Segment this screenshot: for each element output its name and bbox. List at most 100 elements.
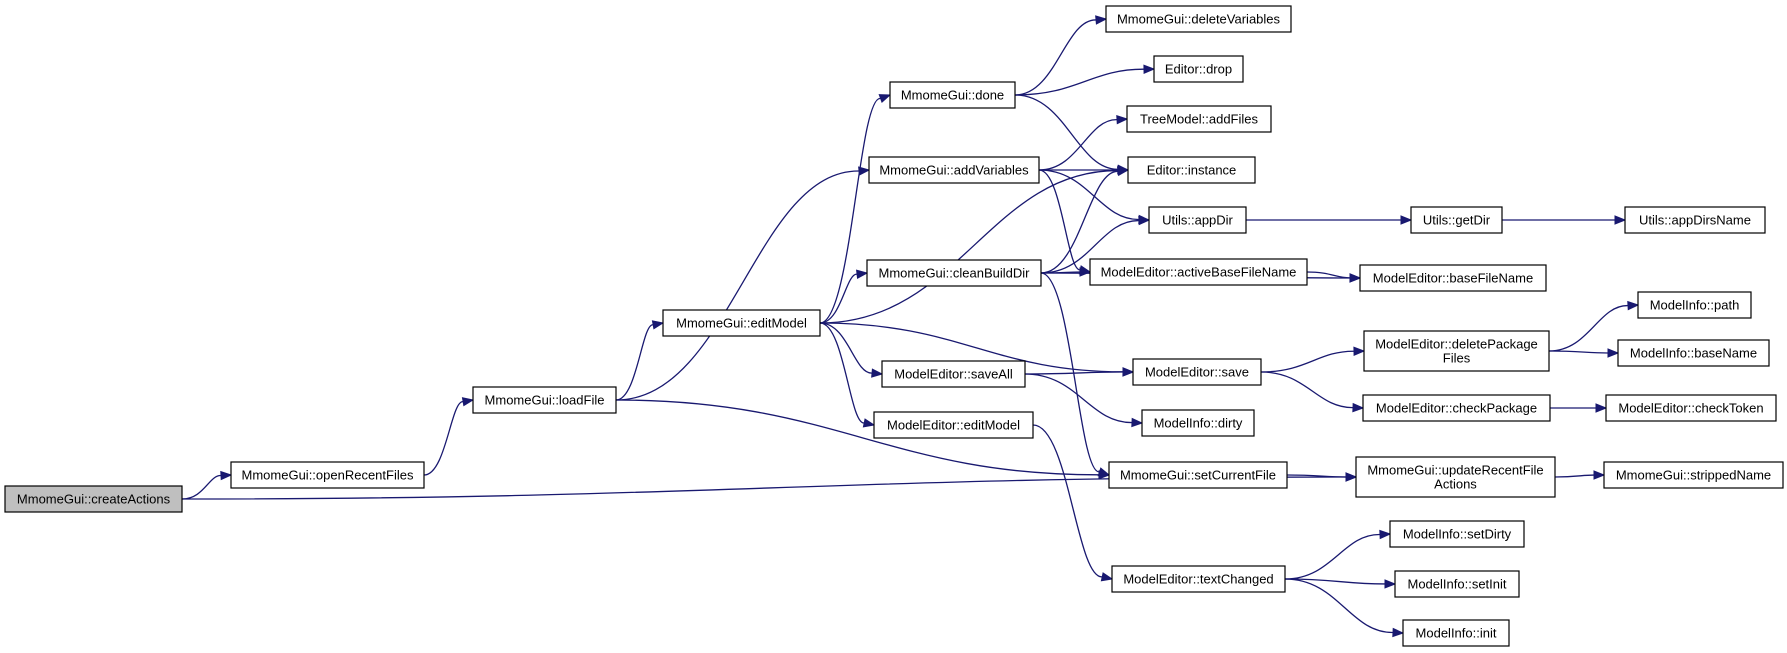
node-dirty[interactable]: ModelInfo::dirty (1141, 409, 1255, 437)
node-box (1624, 206, 1766, 234)
node-label: ModelEditor::baseFileName (1373, 271, 1533, 286)
node-set-dirty[interactable]: ModelInfo::setDirty (1389, 520, 1525, 548)
arrowhead-icon (1595, 403, 1608, 413)
node-path[interactable]: ModelInfo::path (1637, 291, 1752, 319)
arrowhead-icon (862, 418, 876, 428)
node-app-dirs-name[interactable]: Utils::appDirsName (1624, 206, 1766, 234)
edge-edit-model-gui-to-edit-model-ed (819, 322, 865, 424)
arrowhead-icon (1379, 529, 1392, 540)
edge-load-file-to-set-current-file (615, 399, 1100, 476)
edge-save-all-to-dirty (1024, 373, 1133, 424)
node-label: MmomeGui::editModel (676, 316, 807, 331)
edge-add-variables-to-app-dir (1038, 169, 1140, 221)
arrowhead-icon (1614, 215, 1627, 225)
node-drop[interactable]: Editor::drop (1153, 55, 1244, 83)
node-label: ModelEditor::textChanged (1123, 572, 1273, 587)
node-add-files[interactable]: TreeModel::addFiles (1126, 105, 1272, 133)
arrowhead-icon (1116, 114, 1129, 125)
node-box (873, 411, 1034, 439)
node-label: ModelEditor::checkToken (1618, 401, 1763, 416)
node-edit-model-gui[interactable]: MmomeGui::editModel (662, 309, 821, 337)
node-label: MmomeGui::createActions (17, 492, 171, 507)
node-label: MmomeGui::updateRecentFile (1367, 463, 1543, 478)
node-label: MmomeGui::setCurrentFile (1120, 468, 1276, 483)
node-init[interactable]: ModelInfo::init (1402, 619, 1510, 647)
node-box (1148, 206, 1247, 234)
edge-edit-model-gui-to-clean-build-dir (819, 273, 858, 324)
node-clean-build-dir[interactable]: MmomeGui::cleanBuildDir (866, 259, 1042, 287)
node-check-package[interactable]: ModelEditor::checkPackage (1362, 394, 1551, 422)
arrowhead-icon (1349, 273, 1362, 283)
arrowhead-icon (1079, 267, 1092, 277)
node-box (1132, 358, 1262, 386)
arrowhead-icon (1116, 166, 1130, 177)
node-box (662, 309, 821, 337)
node-label: Editor::instance (1147, 163, 1237, 178)
node-label: MmomeGui::loadFile (485, 393, 605, 408)
edge-clean-build-dir-to-instance (1040, 170, 1119, 274)
edge-edit-model-gui-to-save-all (819, 322, 873, 374)
node-box (868, 156, 1040, 184)
node-base-name[interactable]: ModelInfo::baseName (1617, 339, 1770, 367)
node-label: MmomeGui::strippedName (1616, 468, 1771, 483)
node-label: ModelInfo::path (1650, 298, 1740, 313)
node-box (1355, 456, 1556, 498)
arrowhead-icon (1392, 627, 1405, 638)
arrowhead-icon (1627, 300, 1640, 311)
edge-edit-model-ed-to-text-changed (1032, 424, 1103, 578)
node-save[interactable]: ModelEditor::save (1132, 358, 1262, 386)
edge-load-file-to-add-variables (615, 170, 860, 401)
edge-add-variables-to-active-base-file-name (1038, 169, 1081, 271)
edge-set-current-file-to-update-recent-file-actions (1286, 474, 1347, 478)
arrowhead-icon (1143, 64, 1156, 74)
node-box (1362, 394, 1551, 422)
node-set-init[interactable]: ModelInfo::setInit (1394, 570, 1520, 598)
arrowhead-icon (878, 94, 892, 104)
edge-active-base-file-name-to-base-file-name (1306, 271, 1351, 279)
node-label: MmomeGui::deleteVariables (1117, 12, 1281, 27)
node-load-file[interactable]: MmomeGui::loadFile (472, 386, 617, 414)
arrowhead-icon (1097, 467, 1111, 477)
node-box (1105, 5, 1292, 33)
node-label: MmomeGui::cleanBuildDir (879, 266, 1031, 281)
node-label: Utils::getDir (1423, 213, 1491, 228)
node-stripped-name[interactable]: MmomeGui::strippedName (1603, 461, 1784, 489)
node-done[interactable]: MmomeGui::done (889, 81, 1016, 109)
node-save-all[interactable]: ModelEditor::saveAll (881, 360, 1026, 388)
edge-edit-model-gui-to-instance (819, 169, 1119, 324)
node-add-variables[interactable]: MmomeGui::addVariables (868, 156, 1040, 184)
node-box (1363, 330, 1550, 372)
node-check-token[interactable]: ModelEditor::checkToken (1605, 394, 1777, 422)
node-active-base-file-name[interactable]: ModelEditor::activeBaseFileName (1089, 258, 1308, 286)
node-label: MmomeGui::done (901, 88, 1004, 103)
arrowhead-icon (220, 470, 233, 481)
node-set-current-file[interactable]: MmomeGui::setCurrentFile (1108, 461, 1288, 489)
node-label: MmomeGui::addVariables (879, 163, 1029, 178)
node-instance[interactable]: Editor::instance (1127, 156, 1256, 184)
edge-update-recent-file-actions-to-stripped-name (1554, 474, 1595, 478)
node-base-file-name[interactable]: ModelEditor::baseFileName (1359, 264, 1547, 292)
node-box (1126, 105, 1272, 133)
edge-text-changed-to-set-dirty (1284, 533, 1381, 580)
edge-create-actions-to-open-recent-files (181, 474, 222, 500)
node-app-dir[interactable]: Utils::appDir (1148, 206, 1247, 234)
node-text-changed[interactable]: ModelEditor::textChanged (1111, 565, 1286, 593)
node-box (1111, 565, 1286, 593)
node-box (881, 360, 1026, 388)
edge-delete-package-files-to-path (1548, 304, 1629, 352)
node-delete-variables[interactable]: MmomeGui::deleteVariables (1105, 5, 1292, 33)
node-label: MmomeGui::openRecentFiles (242, 468, 414, 483)
node-box (1617, 339, 1770, 367)
node-label: ModelEditor::editModel (887, 418, 1020, 433)
node-edit-model-ed[interactable]: ModelEditor::editModel (873, 411, 1034, 439)
node-create-actions[interactable]: MmomeGui::createActions (4, 485, 183, 513)
node-open-recent-files[interactable]: MmomeGui::openRecentFiles (230, 461, 425, 489)
arrowhead-icon (1138, 215, 1151, 226)
node-label: ModelEditor::saveAll (894, 367, 1013, 382)
node-box (866, 259, 1042, 287)
node-get-dir[interactable]: Utils::getDir (1410, 206, 1503, 234)
edge-done-to-instance (1014, 94, 1119, 170)
arrowhead-icon (1100, 572, 1114, 582)
